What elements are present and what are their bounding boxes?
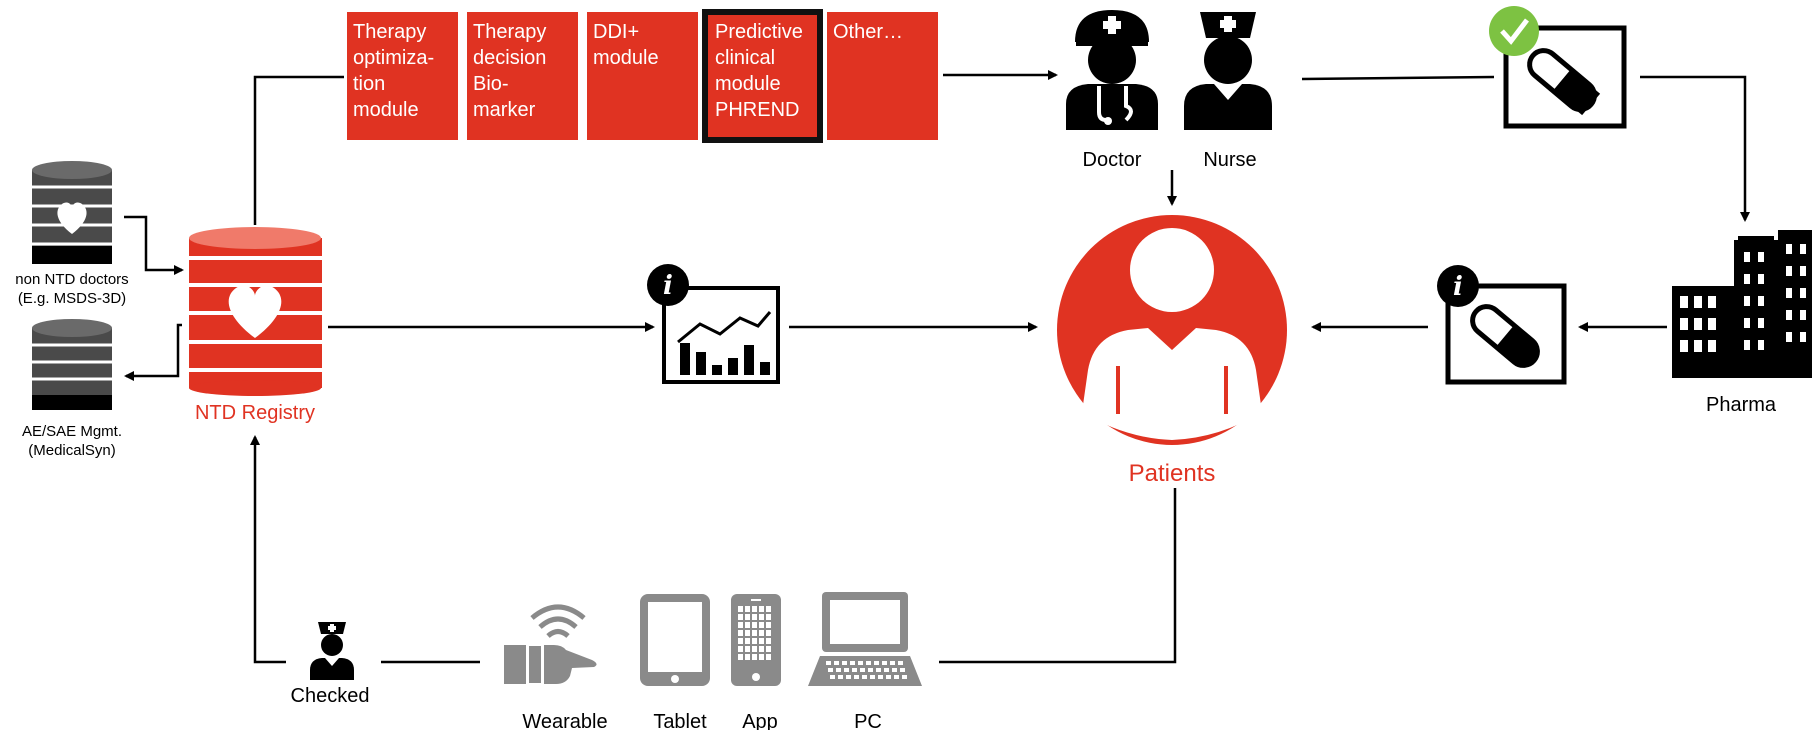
patient-icon <box>1057 215 1287 445</box>
info-chart-icon: i <box>647 264 780 384</box>
pharma-label: Pharma <box>1706 394 1777 416</box>
module-label-line: Bio- <box>473 73 509 95</box>
pc-laptop-icon <box>808 592 922 686</box>
module-label-line: marker <box>473 99 536 121</box>
module-label-line: tion <box>353 73 385 95</box>
doctor-label: Doctor <box>1083 149 1142 171</box>
module-box-bg <box>702 9 823 143</box>
module-label-line: clinical <box>715 47 775 69</box>
module-row: Therapy optimiza-tion module Therapy decisio… <box>347 9 938 143</box>
database-ae-icon <box>32 319 112 410</box>
ae-label-2: (MedicalSyn) <box>28 442 116 459</box>
connector-prescription-to-pharma <box>1640 75 1750 222</box>
connector-registry-to-modules <box>253 75 344 225</box>
module-label-line: decision <box>473 47 546 69</box>
app-label: App <box>742 711 778 730</box>
nurse-icon <box>1184 12 1272 130</box>
tablet-label: Tablet <box>653 711 707 730</box>
non-ntd-label-2: (E.g. MSDS-3D) <box>18 290 126 307</box>
nurse-label: Nurse <box>1203 149 1256 171</box>
connector-checked-to-registry <box>250 435 286 664</box>
wearable-label: Wearable <box>522 711 607 730</box>
module-box-bg <box>827 12 938 140</box>
module-label-line: Predictive <box>715 21 803 43</box>
app-phone-icon <box>731 594 781 686</box>
tablet-icon <box>640 594 710 686</box>
svg-text:i: i <box>1453 272 1463 302</box>
non-ntd-label-1: non NTD doctors <box>15 271 128 288</box>
module-label-line: Therapy <box>473 21 546 43</box>
connectors <box>124 70 1750 664</box>
checked-nurse-icon <box>310 622 354 680</box>
patients-label: Patients <box>1129 460 1216 487</box>
module-box-bg <box>347 12 458 140</box>
module-label-line: DDI+ <box>593 21 639 43</box>
registry-label: NTD Registry <box>195 402 315 424</box>
module-label-line: PHREND <box>715 99 799 121</box>
ae-label-1: AE/SAE Mgmt. <box>22 423 122 440</box>
connector-nonntd-to-registry <box>124 215 184 275</box>
module-label-line: module <box>353 99 419 121</box>
module-label-line: Other… <box>833 21 903 43</box>
pharma-building-icon <box>1672 230 1812 378</box>
svg-text:i: i <box>663 271 673 301</box>
connector-nurse-to-prescription <box>1301 75 1495 81</box>
checked-label: Checked <box>291 685 370 707</box>
prescription-check-icon <box>1489 6 1627 129</box>
module-label-line: module <box>593 47 659 69</box>
connector-patients-to-devices <box>939 488 1177 664</box>
module-box-1: Therapy optimiza-tion module <box>347 12 458 140</box>
database-heart-icon <box>32 161 112 264</box>
doctor-icon <box>1066 10 1158 130</box>
pc-label: PC <box>854 711 882 730</box>
module-box-bg <box>587 12 698 140</box>
module-box-bg <box>467 12 578 140</box>
module-box-3: DDI+ module <box>587 12 698 140</box>
prescription-info-icon: i <box>1437 265 1567 385</box>
registry-database-icon <box>189 227 322 396</box>
connector-registry-to-ae <box>124 323 182 381</box>
wearable-icon <box>504 604 597 686</box>
module-box-5: Other… <box>827 12 938 140</box>
module-label-line: optimiza- <box>353 47 434 69</box>
module-label-line: module <box>715 73 781 95</box>
module-label-line: Therapy <box>353 21 426 43</box>
